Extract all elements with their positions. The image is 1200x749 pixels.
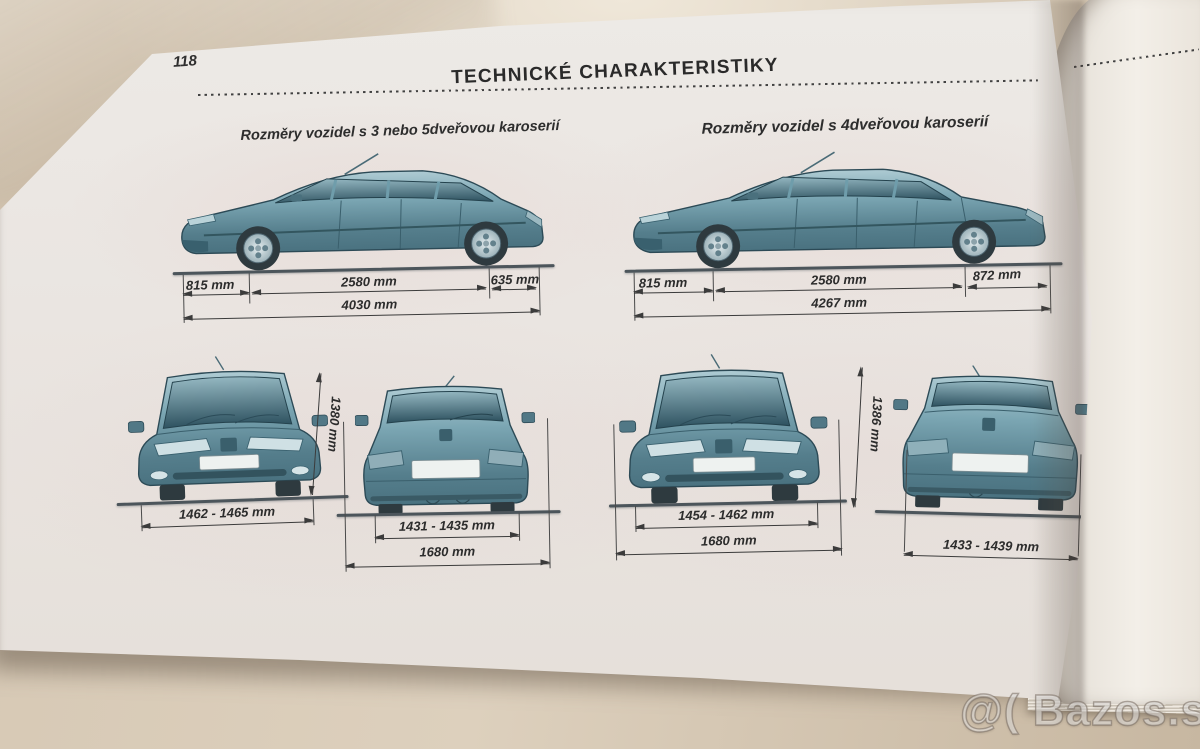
dimension-arrow-vertical bbox=[854, 367, 863, 508]
overall-length-label: 4030 mm bbox=[341, 296, 398, 313]
dimension-arrow bbox=[375, 535, 520, 540]
rear-view-diagram-4-door: 1433 - 1439 mm bbox=[873, 359, 1092, 583]
front-track-label: 1454 - 1462 mm bbox=[677, 506, 775, 524]
car-side-hatchback-illustration bbox=[181, 153, 544, 271]
rear-track-label: 1431 - 1435 mm bbox=[398, 517, 496, 534]
car-side-sedan-illustration bbox=[633, 151, 1046, 269]
side-view-diagram-3-5-door: 815 mm 2580 mm 635 mm 4030 mm bbox=[170, 144, 566, 334]
car-rear-hatchback-illustration bbox=[354, 375, 536, 515]
dimension-arrow-vertical bbox=[311, 373, 322, 496]
front-overhang-label: 815 mm bbox=[638, 274, 688, 291]
car-front-illustration bbox=[127, 356, 329, 501]
dimension-arrow bbox=[903, 554, 1078, 561]
overall-width-label: 1680 mm bbox=[419, 543, 476, 560]
dimension-arrow bbox=[345, 563, 550, 568]
rear-view-diagram-3-5-door: 1431 - 1435 mm 1680 mm bbox=[334, 372, 562, 582]
dimension-arrow bbox=[967, 286, 1047, 289]
rear-track-label: 1433 - 1439 mm bbox=[942, 536, 1040, 555]
rear-overhang-label: 872 mm bbox=[972, 266, 1022, 284]
front-overhang-label: 815 mm bbox=[185, 276, 235, 293]
dimension-arrow bbox=[615, 549, 842, 556]
dimension-arrow bbox=[633, 291, 713, 294]
dimension-arrow bbox=[492, 288, 537, 291]
dimension-arrow bbox=[634, 309, 1051, 318]
overall-length-label: 4267 mm bbox=[811, 294, 868, 311]
overall-width-label: 1680 mm bbox=[700, 532, 757, 549]
dimension-arrow bbox=[183, 311, 540, 320]
dimension-arrow bbox=[183, 293, 250, 296]
page-number: 118 bbox=[172, 52, 198, 71]
front-view-diagram-4-door: 1454 - 1462 mm 1680 mm bbox=[606, 350, 850, 567]
watermark-text: @( Bazos.sk bbox=[959, 685, 1200, 735]
section-heading-4-door: Rozměry vozidel s 4dveřovou karoserií bbox=[701, 113, 989, 138]
dimension-arrow bbox=[635, 524, 818, 529]
car-front-illustration bbox=[618, 353, 828, 504]
side-view-diagram-4-door: 815 mm 2580 mm 872 mm 4267 mm bbox=[622, 140, 1067, 334]
wheelbase-label: 2580 mm bbox=[810, 271, 867, 288]
front-view-diagram-3-5-door: 1462 - 1465 mm bbox=[112, 354, 354, 554]
car-rear-sedan-illustration bbox=[893, 365, 1091, 511]
section-heading-3-5-door: Rozměry vozidel s 3 nebo 5dveřovou karos… bbox=[240, 117, 560, 145]
front-track-label: 1462 - 1465 mm bbox=[178, 503, 276, 522]
facing-page-dotted-rule bbox=[1073, 48, 1199, 69]
